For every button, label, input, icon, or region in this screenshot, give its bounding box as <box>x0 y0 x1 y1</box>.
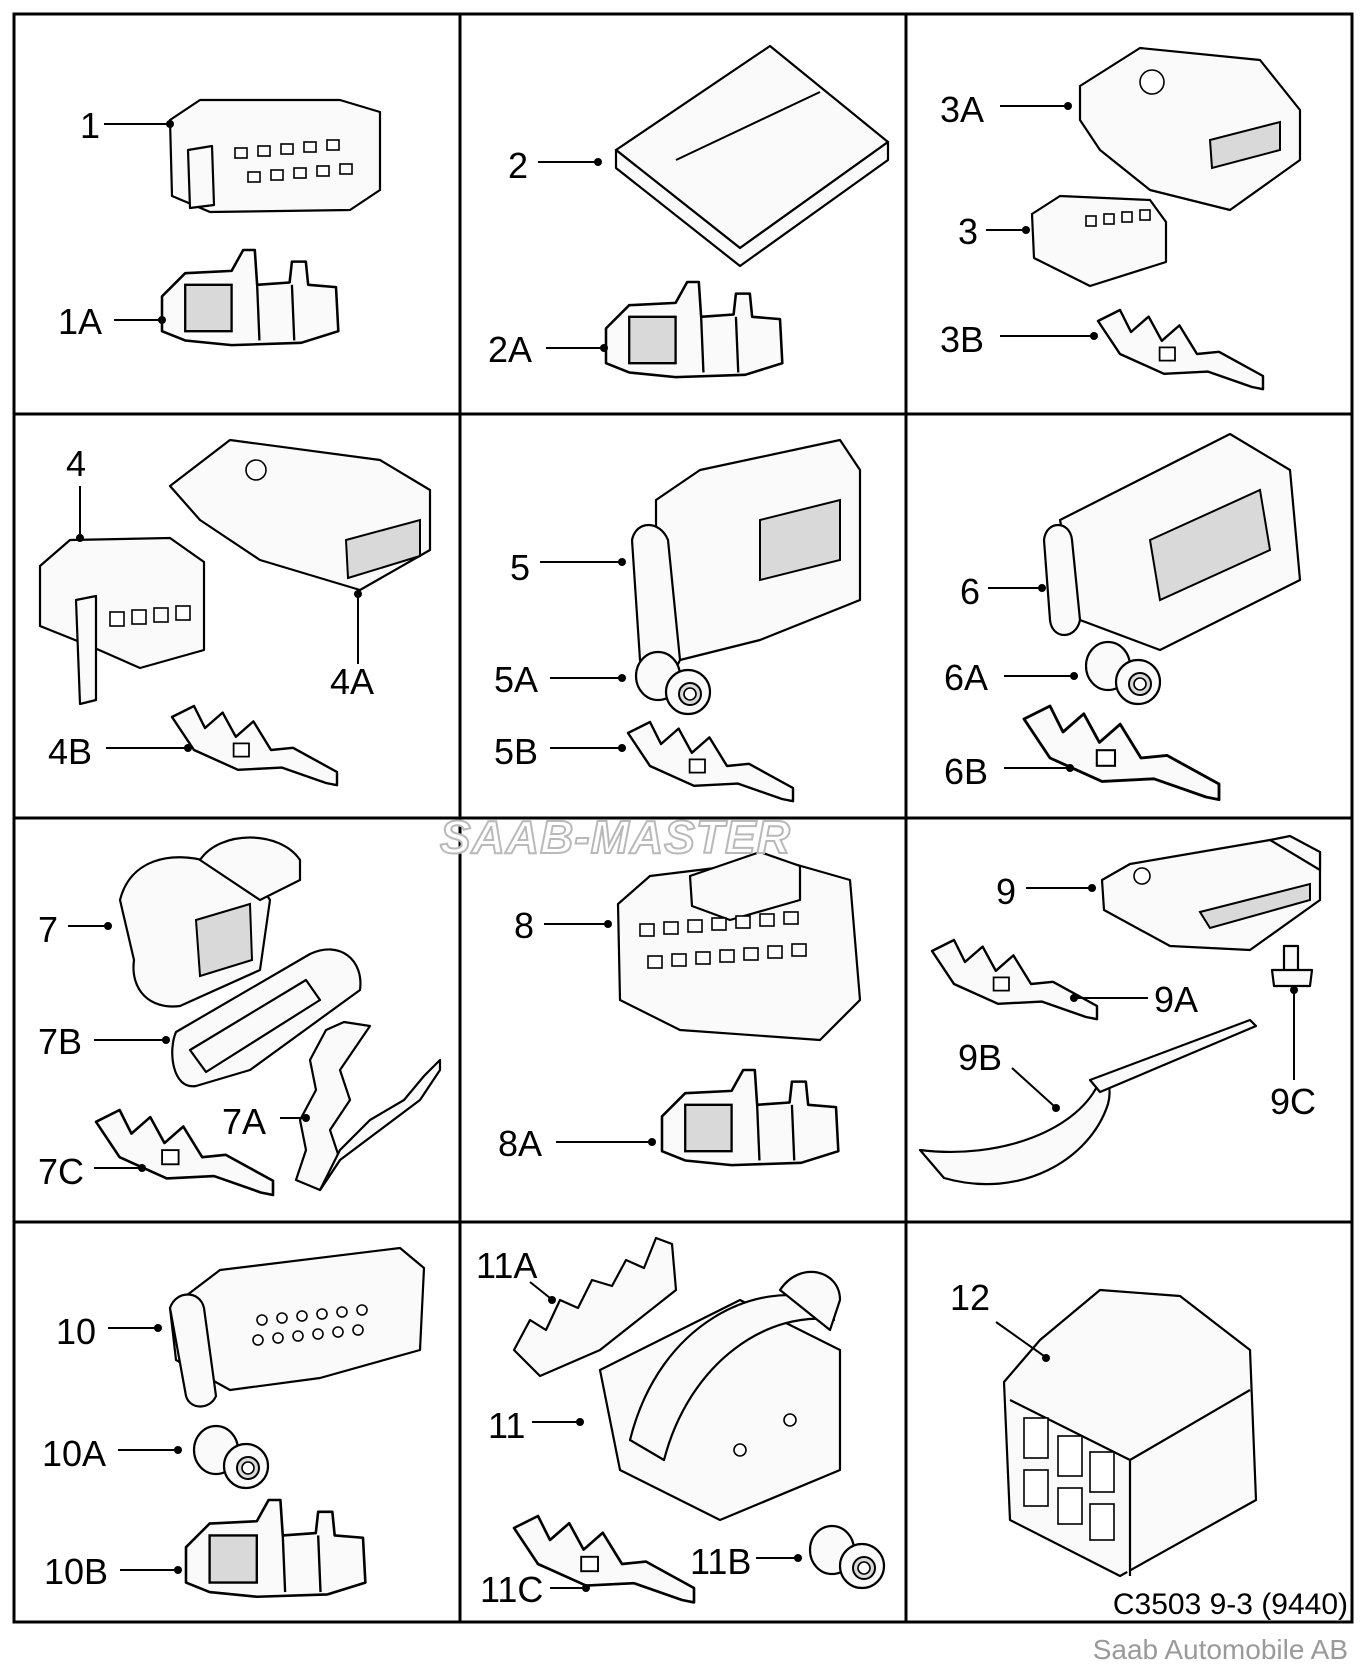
label-7a: 7A <box>222 1101 310 1142</box>
label-10b: 10B <box>44 1551 182 1592</box>
label-3: 3 <box>958 211 1030 252</box>
svg-text:10: 10 <box>56 1311 96 1352</box>
svg-text:3B: 3B <box>940 319 984 360</box>
part-4-insert <box>38 536 206 706</box>
part-7b-cover <box>171 948 362 1088</box>
label-1a: 1A <box>58 301 166 342</box>
part-11a-retainer <box>512 1236 678 1378</box>
part-3a-housing <box>1078 46 1302 212</box>
label-8a: 8A <box>498 1123 656 1164</box>
label-11a: 11A <box>476 1245 556 1304</box>
svg-text:4B: 4B <box>48 731 92 772</box>
part-4a-housing <box>168 438 432 592</box>
watermark: SAAB-MASTER <box>439 810 791 864</box>
svg-text:8A: 8A <box>498 1123 542 1164</box>
svg-text:11C: 11C <box>480 1569 543 1610</box>
svg-text:2: 2 <box>508 145 528 186</box>
svg-text:10A: 10A <box>42 1433 106 1474</box>
label-12: 12 <box>950 1277 1050 1362</box>
label-6b: 6B <box>944 751 1074 792</box>
label-4: 4 <box>66 443 86 542</box>
part-7-connector <box>118 836 302 1008</box>
part-1-connector <box>168 98 382 214</box>
part-3-insert <box>1030 194 1168 288</box>
svg-text:8: 8 <box>514 905 534 946</box>
svg-text:5: 5 <box>510 547 530 588</box>
label-4a: 4A <box>330 590 374 702</box>
label-3a: 3A <box>940 89 1072 130</box>
svg-text:1A: 1A <box>58 301 102 342</box>
label-3b: 3B <box>940 319 1098 360</box>
svg-text:9: 9 <box>996 871 1016 912</box>
label-5b: 5B <box>494 731 626 772</box>
svg-text:3A: 3A <box>940 89 984 130</box>
svg-text:9C: 9C <box>1270 1081 1316 1122</box>
label-9: 9 <box>996 871 1096 912</box>
svg-text:7: 7 <box>38 909 58 950</box>
part-2-cover <box>614 44 890 268</box>
label-8: 8 <box>514 905 612 946</box>
svg-text:3: 3 <box>958 211 978 252</box>
label-10a: 10A <box>42 1433 182 1474</box>
svg-text:9A: 9A <box>1154 979 1198 1020</box>
label-2a: 2A <box>488 329 608 370</box>
svg-text:5B: 5B <box>494 731 538 772</box>
svg-text:11B: 11B <box>690 1541 751 1582</box>
label-11b: 11B <box>690 1541 802 1582</box>
svg-text:7B: 7B <box>38 1021 82 1062</box>
part-12-connector <box>1002 1288 1258 1578</box>
label-6: 6 <box>960 571 1046 612</box>
svg-text:11A: 11A <box>476 1245 537 1286</box>
label-10: 10 <box>56 1311 162 1352</box>
label-5: 5 <box>510 547 626 588</box>
svg-text:1: 1 <box>80 105 100 146</box>
svg-text:7C: 7C <box>38 1151 84 1192</box>
part-11-connector <box>598 1270 842 1522</box>
part-7a-retainer <box>294 1020 442 1192</box>
svg-text:6: 6 <box>960 571 980 612</box>
svg-text:12: 12 <box>950 1277 990 1318</box>
part-9-obd-connector <box>1100 834 1322 952</box>
label-5a: 5A <box>494 659 626 700</box>
label-4b: 4B <box>48 731 192 772</box>
svg-text:6A: 6A <box>944 657 988 698</box>
part-9b-cover <box>918 1018 1258 1186</box>
part-5-connector <box>630 438 862 676</box>
svg-text:4A: 4A <box>330 661 374 702</box>
part-9c-screw <box>1270 944 1314 988</box>
part-6-connector <box>1042 432 1302 652</box>
label-9c: 9C <box>1270 986 1316 1122</box>
part-10-connector <box>168 1246 426 1408</box>
credit: Saab Automobile AB <box>1092 1634 1348 1665</box>
label-9a: 9A <box>1070 979 1198 1020</box>
label-6a: 6A <box>944 657 1078 698</box>
svg-text:7A: 7A <box>222 1101 266 1142</box>
label-11: 11 <box>488 1405 584 1446</box>
label-11c: 11C <box>480 1569 590 1610</box>
svg-text:4: 4 <box>66 443 86 484</box>
label-7c: 7C <box>38 1151 146 1192</box>
label-7: 7 <box>38 909 112 950</box>
svg-text:11: 11 <box>488 1405 525 1446</box>
part-8-connector <box>616 850 862 1042</box>
svg-text:2A: 2A <box>488 329 532 370</box>
label-9b: 9B <box>958 1037 1060 1112</box>
label-7b: 7B <box>38 1021 170 1062</box>
svg-text:10B: 10B <box>44 1551 108 1592</box>
label-2: 2 <box>508 145 602 186</box>
label-1: 1 <box>80 105 174 146</box>
svg-text:5A: 5A <box>494 659 538 700</box>
reference-code: C3503 9-3 (9440) <box>1112 1588 1348 1621</box>
svg-text:6B: 6B <box>944 751 988 792</box>
svg-text:9B: 9B <box>958 1037 1002 1078</box>
